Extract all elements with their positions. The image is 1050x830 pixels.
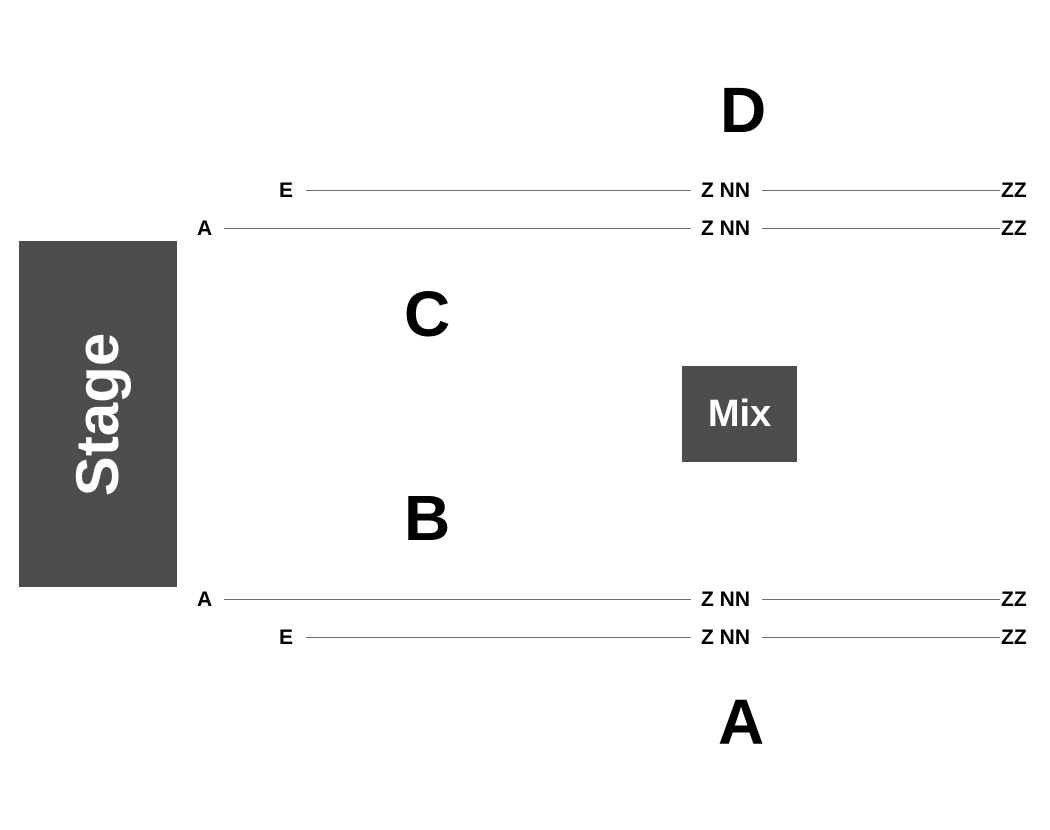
row-line <box>762 190 1000 191</box>
section-label-left-lower: B <box>404 482 451 554</box>
row-line <box>762 228 1000 229</box>
row-line <box>224 599 691 600</box>
mix-block: Mix <box>682 366 797 462</box>
row-start-label: E <box>279 179 294 202</box>
row-line <box>762 637 1000 638</box>
row-line <box>762 599 1000 600</box>
row-start-label: A <box>197 588 213 611</box>
row-start-label: E <box>279 626 294 649</box>
row-mid-label: Z NN <box>701 626 750 649</box>
row-end-label: ZZ <box>1001 217 1027 240</box>
section-label-bottom: A <box>718 686 765 758</box>
row-mid-label: Z NN <box>701 588 750 611</box>
section-label-top: D <box>720 74 767 146</box>
row-end-label: ZZ <box>1001 588 1027 611</box>
stage-label: Stage <box>64 332 132 496</box>
row-line <box>306 190 691 191</box>
mix-label: Mix <box>707 392 772 435</box>
row-line <box>224 228 691 229</box>
row-end-label: ZZ <box>1001 179 1027 202</box>
row-mid-label: Z NN <box>701 217 750 240</box>
stage-block: Stage <box>19 241 177 587</box>
section-label-left-upper: C <box>404 278 451 350</box>
row-mid-label: Z NN <box>701 179 750 202</box>
row-line <box>306 637 691 638</box>
row-start-label: A <box>197 217 213 240</box>
row-end-label: ZZ <box>1001 626 1027 649</box>
